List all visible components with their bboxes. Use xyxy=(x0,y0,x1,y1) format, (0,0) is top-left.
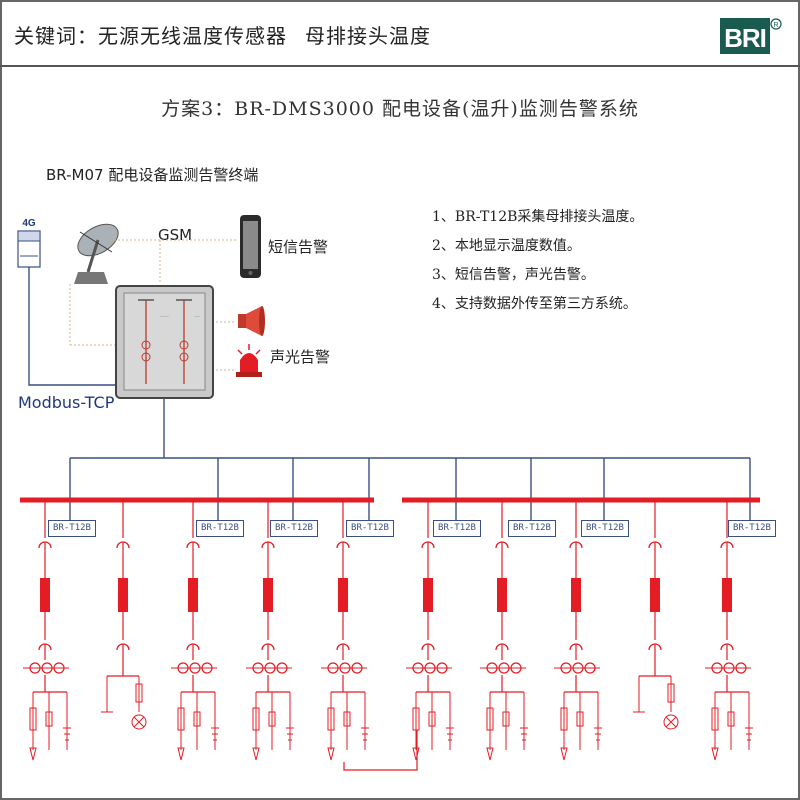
sensor-tag: BR-T12B xyxy=(48,520,96,537)
sensor-tag: BR-T12B xyxy=(270,520,318,537)
sensor-tag: BR-T12B xyxy=(581,520,629,537)
svg-text:------: ------ xyxy=(160,314,169,319)
svg-text:R: R xyxy=(773,22,778,29)
router-4g-icon: 4G xyxy=(17,218,41,268)
header: 关键词：无源无线温度传感器母排接头温度 BRI R xyxy=(0,0,800,66)
sms-alarm-label: 短信告警 xyxy=(268,238,329,256)
feature-item: 3、短信告警，声光告警。 xyxy=(432,267,595,283)
svg-text:----: ---- xyxy=(194,314,200,319)
diagram-title: 方案3：BR-DMS3000 配电设备(温升)监测告警系统 xyxy=(161,98,639,120)
feature-item: 1、BR-T12B采集母排接头温度。 xyxy=(432,209,644,225)
sensor-tag: BR-T12B xyxy=(196,520,244,537)
logo-mark: BRI R xyxy=(720,18,782,54)
speaker-icon xyxy=(238,306,265,336)
feature-list: 1、BR-T12B采集母排接头温度。 2、本地显示温度数值。 3、短信告警，声光… xyxy=(432,203,643,319)
keywords-label: 关键词：无源无线温度传感器 xyxy=(14,24,287,48)
satellite-dish-icon xyxy=(74,223,119,284)
sensor-tag: BR-T12B xyxy=(433,520,481,537)
feature-item: 4、支持数据外传至第三方系统。 xyxy=(432,296,637,312)
keywords-extra: 母排接头温度 xyxy=(305,24,431,48)
smartphone-icon xyxy=(240,215,261,278)
bri-logo: BRI R xyxy=(718,14,782,62)
svg-text:BRI: BRI xyxy=(724,23,766,53)
terminal-title: BR-M07 配电设备监测告警终端 xyxy=(46,166,259,184)
sensor-tag: BR-T12B xyxy=(508,520,556,537)
feeder-circuits xyxy=(23,502,753,761)
sound-light-alarm-label: 声光告警 xyxy=(270,348,331,366)
signal-badge: 4G xyxy=(22,218,36,229)
monitoring-terminal: ------ ---- xyxy=(115,285,214,399)
feature-item: 2、本地显示温度数值。 xyxy=(432,238,581,254)
alarm-light-icon xyxy=(236,344,262,377)
modbus-label: Modbus-TCP xyxy=(18,393,115,412)
sensor-tag: BR-T12B xyxy=(346,520,394,537)
keywords: 关键词：无源无线温度传感器母排接头温度 xyxy=(14,20,431,49)
sensor-drops xyxy=(69,458,751,520)
sensor-tag: BR-T12B xyxy=(728,520,776,537)
